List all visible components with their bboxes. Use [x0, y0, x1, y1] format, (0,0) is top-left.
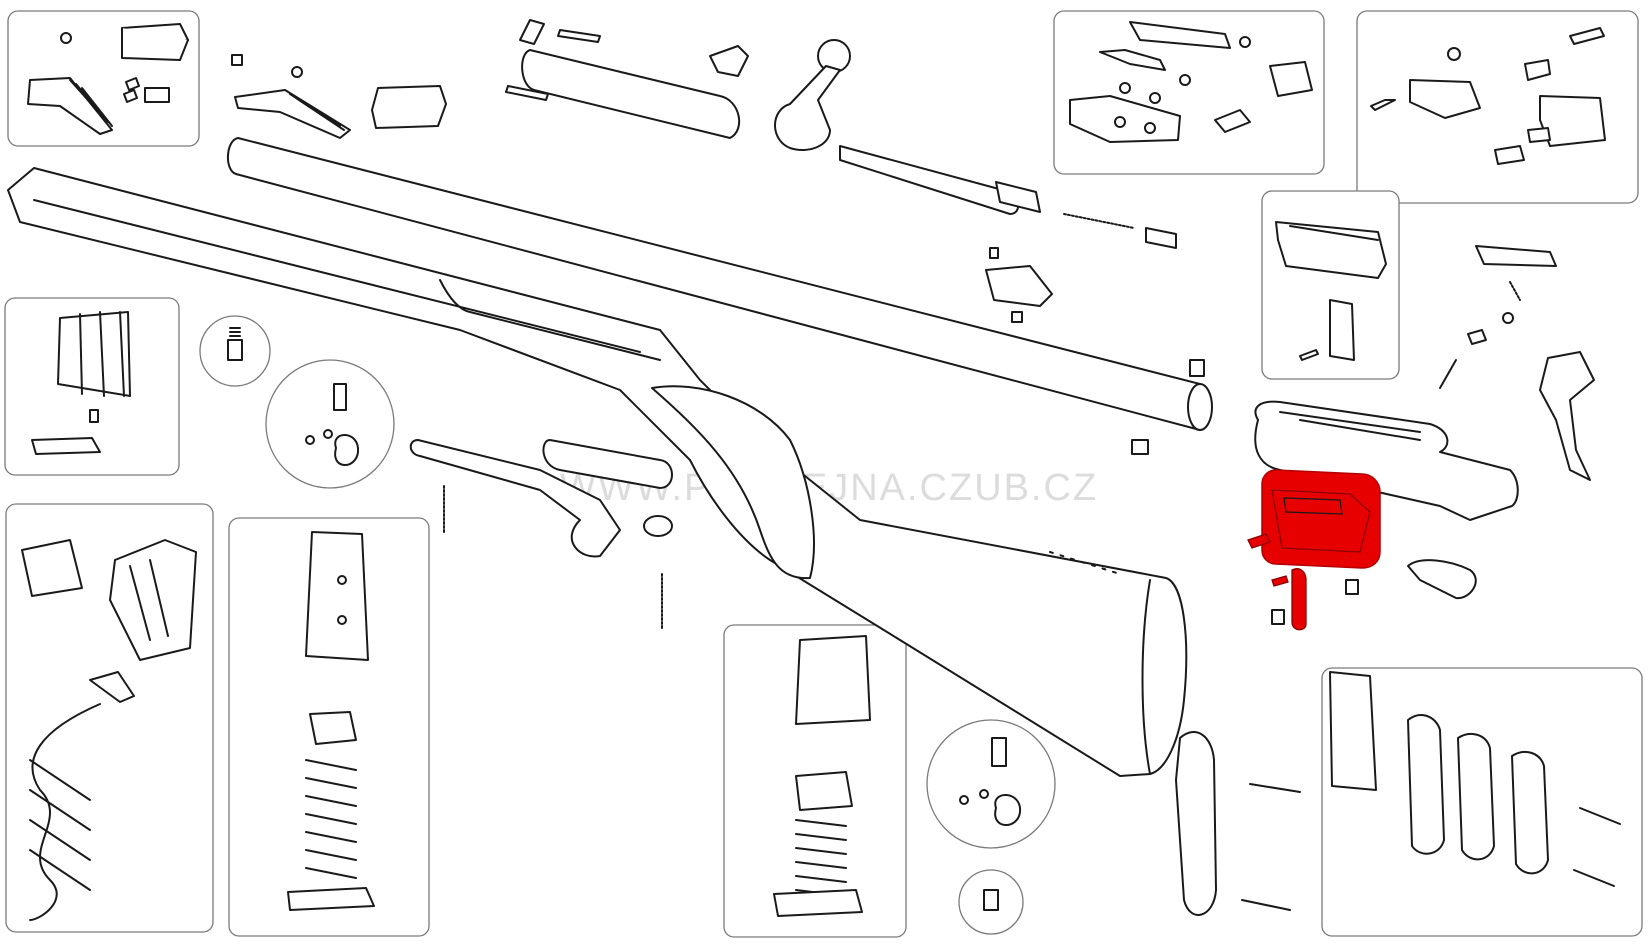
- inset-sling-swivel-circle-3[interactable]: [926, 719, 1056, 849]
- inset-magazine-left-1[interactable]: [4, 297, 180, 476]
- butt-plate[interactable]: [1175, 731, 1301, 916]
- inset-magazine-middle[interactable]: [228, 517, 430, 937]
- highlighted-magazine-housing[interactable]: [1247, 469, 1381, 631]
- inset-sling-swivel-circle-1[interactable]: [199, 315, 271, 387]
- bolt-handle[interactable]: [774, 39, 851, 151]
- inset-trigger-guard-top[interactable]: [1261, 190, 1400, 380]
- inset-sling-swivel-circle-4[interactable]: [958, 869, 1024, 935]
- rifle-barrel[interactable]: [227, 137, 1213, 431]
- inset-upper-sight-parts[interactable]: [231, 54, 447, 139]
- rear-sight[interactable]: [985, 247, 1053, 323]
- inset-recoil-pads[interactable]: [1321, 667, 1643, 937]
- inset-magazine-bottom-center[interactable]: [723, 624, 907, 938]
- front-sight-parts[interactable]: [1131, 359, 1205, 455]
- rifle-stock[interactable]: [7, 167, 1188, 777]
- inset-scope-mount-top-right-b[interactable]: [1356, 10, 1639, 204]
- trigger-guard-plate[interactable]: [409, 439, 673, 629]
- inset-sling-swivel-circle-2[interactable]: [265, 359, 395, 489]
- bolt-assembly[interactable]: [505, 19, 749, 139]
- inset-sight-parts-top-left[interactable]: [7, 10, 200, 147]
- trigger-housing[interactable]: [1254, 245, 1595, 600]
- inset-scope-mount-top-right-a[interactable]: [1053, 10, 1325, 175]
- firing-pin-assembly[interactable]: [839, 145, 1177, 249]
- inset-magazine-left-2[interactable]: [5, 503, 214, 933]
